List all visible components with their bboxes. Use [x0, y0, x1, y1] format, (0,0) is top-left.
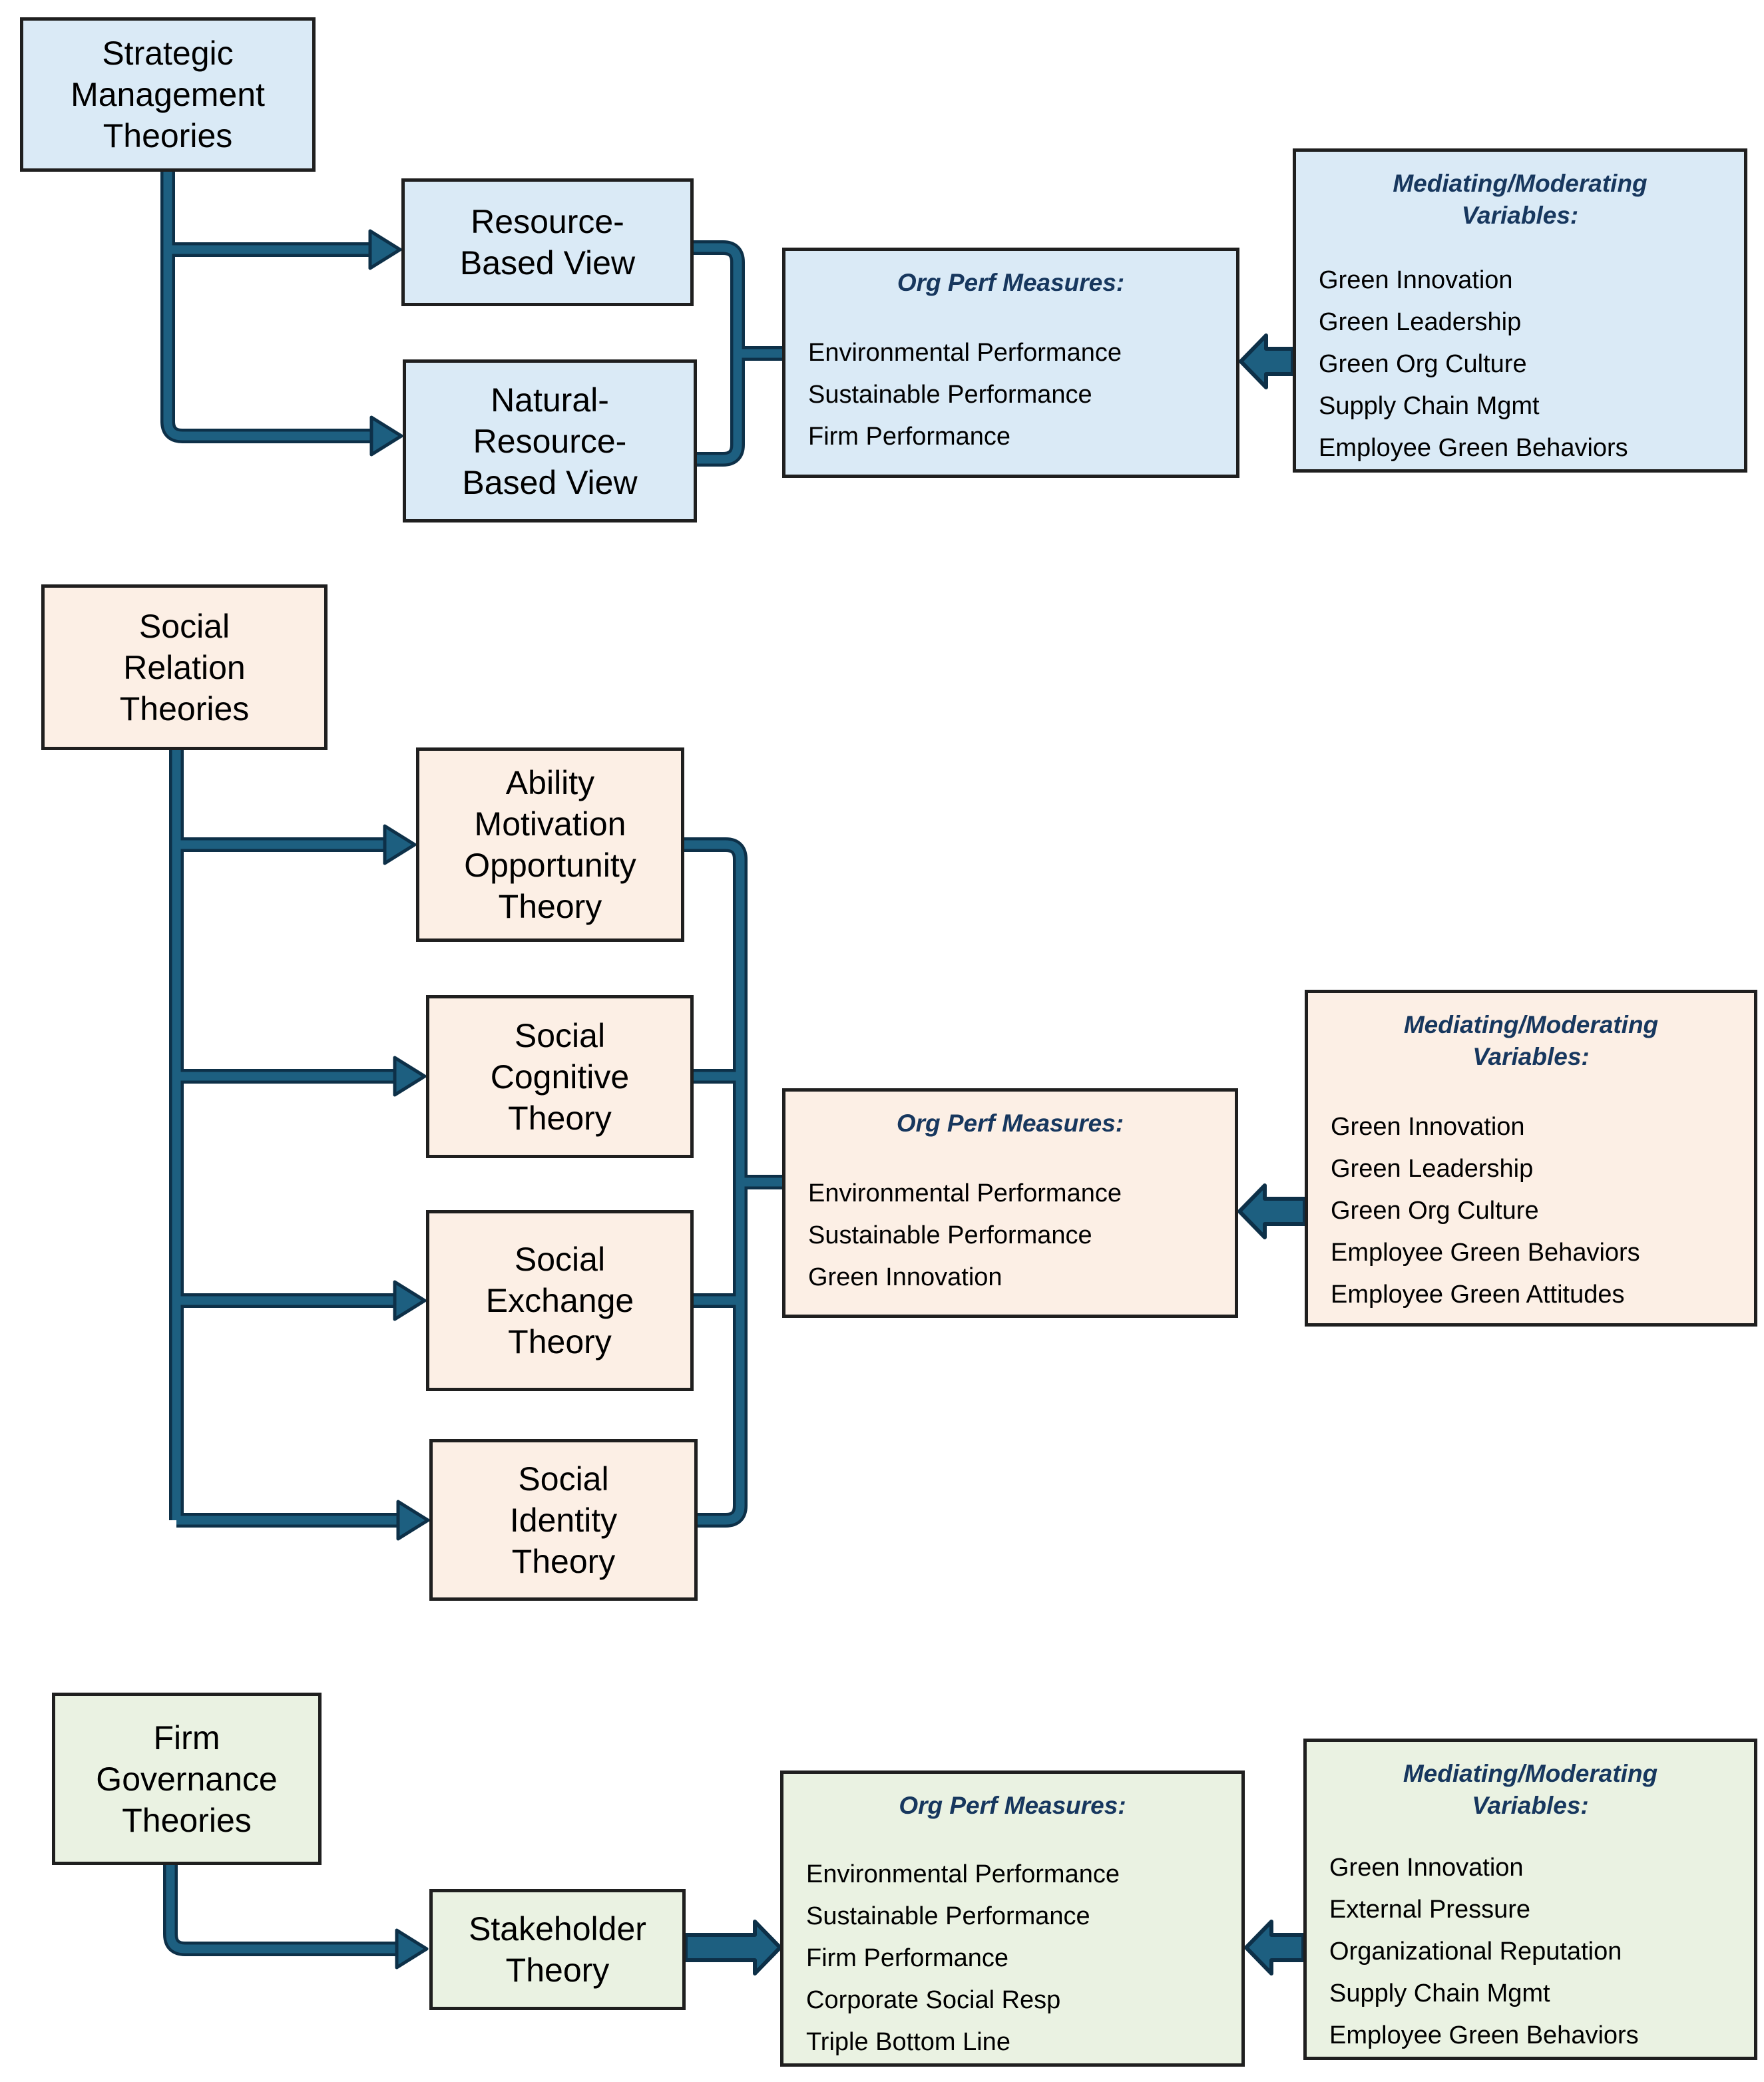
- firm-governance-theories-box: Firm Governance Theories: [52, 1693, 322, 1865]
- mediating-heading: Mediating/Moderating Variables:: [1403, 1011, 1659, 1070]
- mediating-item: Green Innovation: [1331, 1113, 1525, 1141]
- spacer: [1308, 1073, 1754, 1106]
- org-perf-item: Sustainable Performance: [808, 1221, 1092, 1249]
- arrowhead-nrbv: [369, 415, 403, 457]
- mediating-item: Employee Green Behaviors: [1329, 2021, 1639, 2049]
- org-perf-heading: Org Perf Measures:: [896, 1110, 1124, 1137]
- arrowhead-rbv: [368, 229, 402, 270]
- mediating-item: Green Org Culture: [1331, 1197, 1539, 1225]
- mediating-item: Employee Green Behaviors: [1331, 1239, 1640, 1267]
- amo-theory-box: Ability Motivation Opportunity Theory: [416, 747, 684, 942]
- org-perf-item: Environmental Performance: [806, 1860, 1120, 1888]
- mediating-item: Employee Green Behaviors: [1319, 434, 1628, 462]
- bracket-social-theories: [684, 840, 745, 1525]
- org-perf-item: Sustainable Performance: [808, 381, 1092, 409]
- org-perf-item: Firm Performance: [808, 423, 1011, 451]
- block-arrow-mediating3-to-orgperf3: [1244, 1920, 1305, 1976]
- mediating-item: Supply Chain Mgmt: [1319, 392, 1540, 420]
- social-exchange-theory-box: Social Exchange Theory: [426, 1210, 694, 1391]
- connector-firmgov-to-stakeholder: [163, 1865, 398, 1956]
- org-perf-item: Sustainable Performance: [806, 1902, 1090, 1930]
- mediating-item: Green Innovation: [1319, 266, 1513, 294]
- stakeholder-theory-box: Stakeholder Theory: [429, 1889, 686, 2010]
- social-identity-theory-box: Social Identity Theory: [429, 1439, 698, 1601]
- org-perf-heading: Org Perf Measures:: [899, 1792, 1126, 1819]
- block-arrow-mediating2-to-orgperf2: [1237, 1183, 1307, 1239]
- spacer: [1307, 1822, 1754, 1847]
- block-arrow-stakeholder-to-orgperf3: [684, 1920, 782, 1976]
- org-perf-heading: Org Perf Measures:: [897, 269, 1125, 296]
- mediating-item: Employee Green Attitudes: [1331, 1281, 1625, 1309]
- bracket-rbv-nrbv: [694, 240, 745, 467]
- org-perf-list: Environmental Performance Sustainable Pe…: [785, 332, 1236, 458]
- org-perf-measures-box-3: Org Perf Measures: Environmental Perform…: [780, 1770, 1245, 2067]
- mediating-item: Green Leadership: [1319, 308, 1522, 336]
- arrowhead-stakeholder: [395, 1928, 429, 1970]
- resource-based-view-box: Resource- Based View: [401, 178, 694, 306]
- mediating-list: Green Innovation External Pressure Organ…: [1307, 1847, 1754, 2057]
- bracket-social-theories: [684, 837, 748, 1528]
- org-perf-item: Firm Performance: [806, 1944, 1009, 1972]
- arrowhead-cognitive: [393, 1056, 427, 1097]
- org-perf-item: Green Innovation: [808, 1263, 1002, 1291]
- arrowhead-amo: [383, 824, 417, 865]
- mediating-item: Green Org Culture: [1319, 350, 1527, 378]
- org-perf-item: Environmental Performance: [808, 1179, 1122, 1207]
- mediating-list: Green Innovation Green Leadership Green …: [1296, 260, 1744, 469]
- mediating-variables-box-3: Mediating/Moderating Variables: Green In…: [1303, 1739, 1757, 2060]
- connector-firmgov-to-stakeholder: [166, 1865, 398, 1954]
- spacer: [785, 299, 1236, 332]
- arrowhead-identity: [396, 1500, 430, 1541]
- bracket-rbv-nrbv: [694, 243, 742, 464]
- connector-strategic-to-nrbv: [160, 172, 371, 443]
- spacer: [783, 1822, 1241, 1854]
- mediating-list: Green Innovation Green Leadership Green …: [1308, 1106, 1754, 1316]
- mediating-item: Green Leadership: [1331, 1155, 1534, 1183]
- org-perf-list: Environmental Performance Sustainable Pe…: [783, 1854, 1241, 2063]
- org-perf-item: Environmental Performance: [808, 339, 1122, 367]
- mediating-item: Supply Chain Mgmt: [1329, 1979, 1550, 2007]
- connector-strategic-to-nrbv: [163, 172, 371, 441]
- org-perf-measures-box-1: Org Perf Measures: Environmental Perform…: [782, 248, 1239, 478]
- org-perf-item: Triple Bottom Line: [806, 2028, 1010, 2056]
- mediating-heading: Mediating/Moderating Variables:: [1403, 1760, 1658, 1819]
- block-arrow-mediating1-to-orgperf1: [1239, 333, 1295, 389]
- mediating-heading: Mediating/Moderating Variables:: [1393, 170, 1648, 229]
- strategic-theories-box: Strategic Management Theories: [20, 17, 316, 172]
- spacer: [785, 1140, 1235, 1173]
- social-cognitive-theory-box: Social Cognitive Theory: [426, 995, 694, 1158]
- spacer: [1296, 232, 1744, 260]
- org-perf-list: Environmental Performance Sustainable Pe…: [785, 1173, 1235, 1299]
- natural-resource-based-view-box: Natural- Resource- Based View: [403, 359, 697, 522]
- org-perf-measures-box-2: Org Perf Measures: Environmental Perform…: [782, 1088, 1238, 1318]
- org-perf-item: Corporate Social Resp: [806, 1986, 1061, 2014]
- mediating-variables-box-2: Mediating/Moderating Variables: Green In…: [1305, 990, 1757, 1327]
- mediating-item: Organizational Reputation: [1329, 1938, 1622, 1966]
- mediating-variables-box-1: Mediating/Moderating Variables: Green In…: [1293, 148, 1747, 473]
- mediating-item: Green Innovation: [1329, 1854, 1524, 1882]
- social-relation-theories-box: Social Relation Theories: [41, 584, 328, 750]
- arrowhead-exchange: [393, 1280, 427, 1321]
- mediating-item: External Pressure: [1329, 1896, 1531, 1924]
